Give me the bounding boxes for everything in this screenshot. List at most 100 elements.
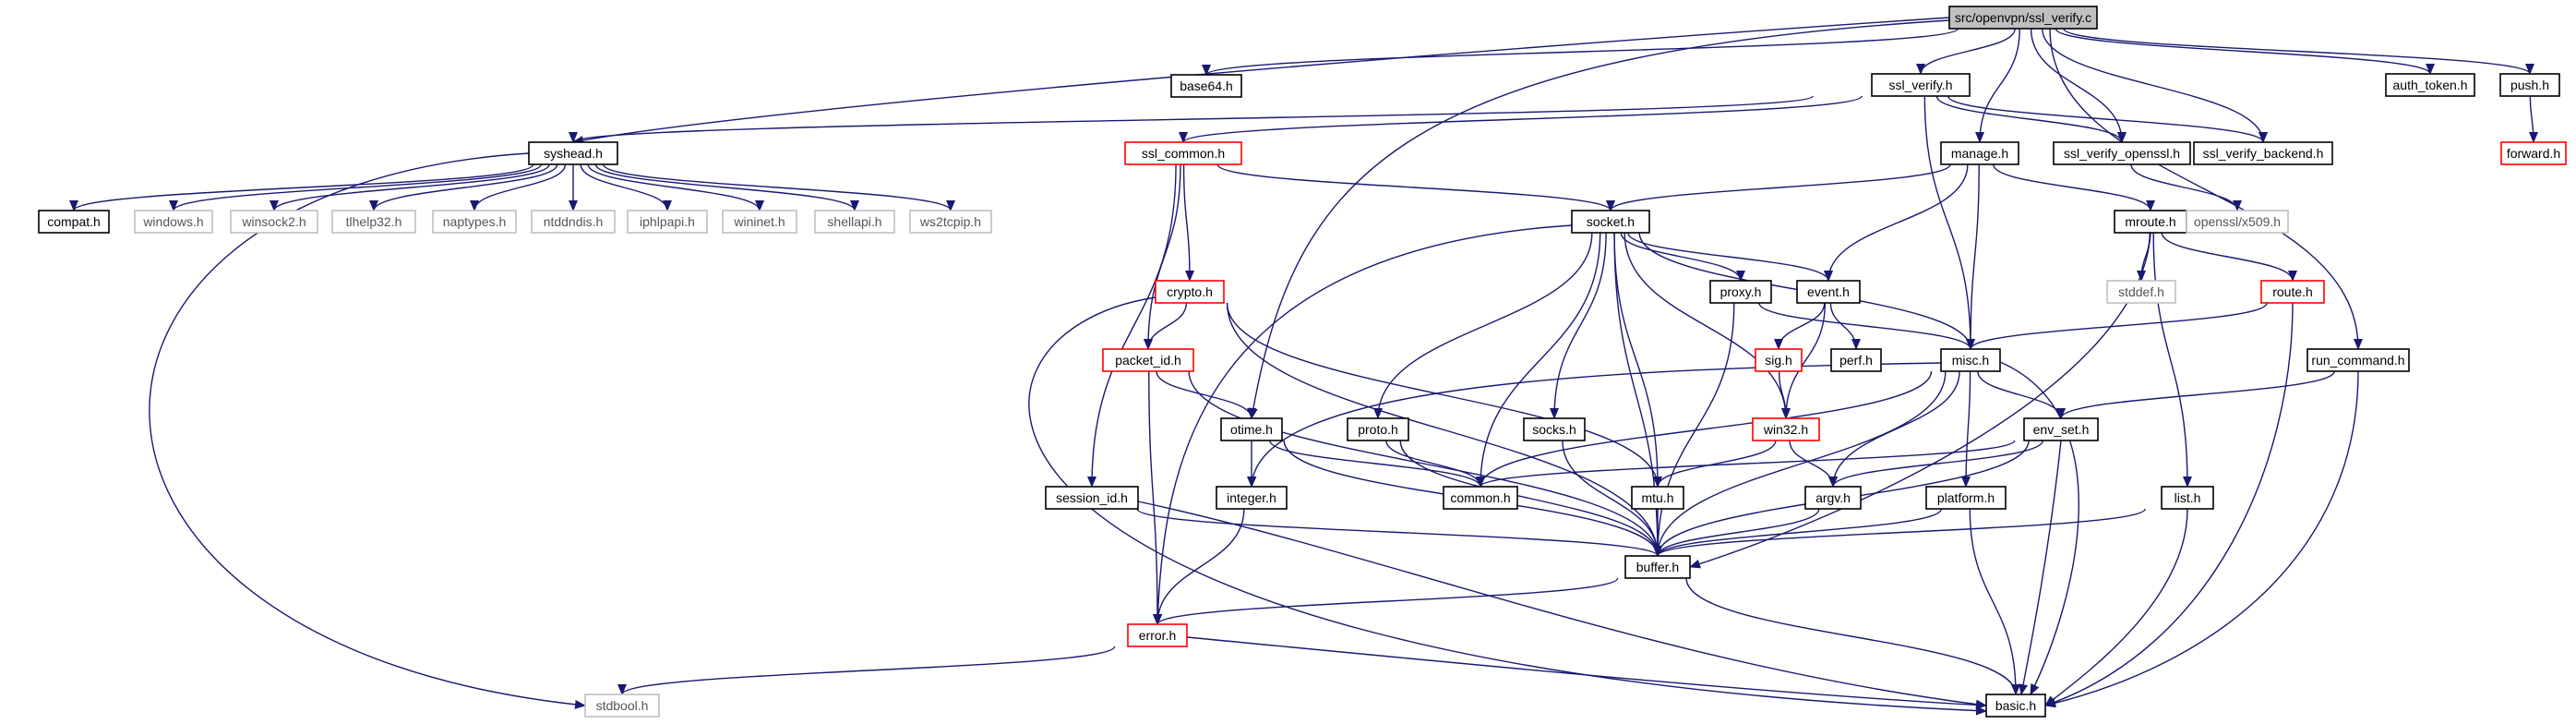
include-edge-ssl_verify_openssl_h-to-openssl_x509_h [2130, 163, 2242, 211]
node-ssl-verify-h[interactable]: ssl_verify.h [1871, 73, 1971, 97]
edge-line [1975, 28, 2020, 143]
edge-line [2044, 370, 2359, 708]
node-box [1216, 486, 1288, 510]
include-edge-ssl_verify_c-to-run_command_h [2049, 28, 2363, 350]
node-env-set-h[interactable]: env_set.h [2023, 417, 2099, 441]
edge-line [1216, 163, 1615, 211]
node-box [1752, 417, 1820, 441]
edge-line [2044, 302, 2294, 707]
edge-line [1148, 370, 1162, 625]
node-label: stddef.h [2118, 284, 2164, 299]
edge-line [1685, 577, 2020, 695]
include-edge-manage_h-to-socket_h [1606, 163, 1951, 211]
node-run-command-h[interactable]: run_command.h [2306, 348, 2410, 372]
node-label: iphlpapi.h [640, 214, 695, 229]
include-edge-packet_id_h-to-error_h [1148, 370, 1162, 625]
node-perf-h[interactable]: perf.h [1830, 348, 1882, 372]
node-list-h[interactable]: list.h [2161, 486, 2214, 510]
node-proxy-h[interactable]: proxy.h [1709, 280, 1772, 304]
include-edge-proxy_h-to-buffer_h [1653, 302, 1735, 557]
edge-line [369, 163, 558, 211]
edge-line [594, 163, 859, 211]
edge-line [1153, 508, 1245, 625]
node-buffer-h[interactable]: buffer.h [1624, 555, 1691, 579]
include-edge-ssl_verify_c-to-ssl_verify_backend_h [2042, 28, 2268, 143]
node-label: winsock2.h [241, 214, 306, 229]
node-box [2306, 348, 2410, 372]
node-ssl-verify-backend-h[interactable]: ssl_verify_backend.h [2193, 141, 2333, 165]
node-label: ws2tcpip.h [919, 214, 981, 229]
node-platform-h[interactable]: platform.h [1925, 486, 2007, 510]
node-ssl-verify-openssl-h[interactable]: ssl_verify_openssl.h [2053, 141, 2191, 165]
edge-line [1653, 508, 1820, 557]
edge-line [270, 163, 550, 211]
node-ssl-verify-c[interactable]: src/openvpn/ssl_verify.c [1948, 6, 2098, 30]
node-syshead-h[interactable]: syshead.h [528, 141, 618, 165]
node-forward-h[interactable]: forward.h [2500, 141, 2567, 165]
include-edge-ssl_verify_c-to-auth_token_h [2055, 28, 2435, 75]
node-label: proto.h [1358, 422, 1398, 437]
include-edge-misc_h-to-platform_h [1961, 370, 1971, 488]
edge-line [1653, 440, 1777, 488]
node-box [1220, 417, 1283, 441]
node-push-h[interactable]: push.h [2499, 73, 2560, 97]
edge-line [470, 163, 567, 211]
include-edge-ssl_verify_c-to-push_h [2063, 28, 2534, 75]
node-manage-h[interactable]: manage.h [1940, 141, 2019, 165]
edge-line [1969, 508, 2020, 695]
node-error-h[interactable]: error.h [1127, 623, 1188, 647]
node-label: shellapi.h [827, 214, 881, 229]
node-proto-h[interactable]: proto.h [1347, 417, 1409, 441]
edge-line [1923, 95, 1975, 350]
include-edge-ssl_verify_h-to-ssl_verify_backend_h [1947, 95, 2268, 143]
node-auth-token-h[interactable]: auth_token.h [2385, 73, 2475, 97]
node-route-h[interactable]: route.h [2260, 280, 2325, 304]
node-mroute-h[interactable]: mroute.h [2114, 210, 2187, 234]
node-box [2260, 280, 2325, 304]
node-box [2385, 73, 2475, 97]
include-edge-misc_h-to-basic_h [1999, 361, 2079, 695]
edge-line [1137, 501, 1987, 709]
node-socket-h[interactable]: socket.h [1571, 210, 1650, 234]
node-misc-h[interactable]: misc.h [1940, 348, 2001, 372]
edge-line [1153, 224, 1573, 625]
node-label: packet_id.h [1115, 353, 1181, 368]
node-socks-h[interactable]: socks.h [1523, 417, 1586, 441]
node-mtu-h[interactable]: mtu.h [1631, 486, 1684, 510]
node-box [1155, 280, 1225, 304]
node-session-id-h[interactable]: session_id.h [1045, 486, 1139, 510]
node-event-h[interactable]: event.h [1796, 280, 1861, 304]
node-crypto-h[interactable]: crypto.h [1155, 280, 1225, 304]
include-edge-ssl_verify_c-to-base64_h [1202, 28, 1959, 76]
node-sig-h[interactable]: sig.h [1755, 348, 1803, 372]
node-label: crypto.h [1167, 284, 1213, 299]
node-argv-h[interactable]: argv.h [1804, 486, 1862, 510]
node-label: ssl_verify.h [1889, 78, 1953, 92]
edge-line [149, 152, 586, 709]
edge-line [2152, 232, 2192, 488]
node-ntddndis-h: ntddndis.h [531, 210, 616, 234]
include-edge-misc_h-to-env_set_h [1977, 370, 2066, 419]
node-base64-h[interactable]: base64.h [1170, 74, 1242, 98]
edge-line [572, 17, 1950, 145]
node-box [2053, 141, 2191, 165]
node-box [1948, 6, 2098, 30]
node-basic-h[interactable]: basic.h [1985, 694, 2046, 718]
node-box [1523, 417, 1586, 441]
node-windows-h: windows.h [134, 210, 213, 234]
edge-line [2137, 232, 2151, 282]
node-compat-h[interactable]: compat.h [38, 210, 110, 234]
node-ssl-common-h[interactable]: ssl_common.h [1124, 141, 1242, 165]
edge-line [1613, 232, 1662, 488]
node-label: env_set.h [2033, 422, 2090, 437]
edge-line [1620, 232, 1745, 282]
include-edge-crypto_h-to-buffer_h [1226, 302, 1662, 557]
node-common-h[interactable]: common.h [1443, 486, 1518, 510]
include-edge-crypto_h-to-mtu_h [1226, 302, 1662, 488]
edge-line [1966, 302, 2268, 350]
node-packet-id-h[interactable]: packet_id.h [1102, 348, 1194, 372]
node-integer-h[interactable]: integer.h [1216, 486, 1288, 510]
node-win32-h[interactable]: win32.h [1752, 417, 1820, 441]
node-otime-h[interactable]: otime.h [1220, 417, 1283, 441]
include-edge-socket_h-to-win32_h [1623, 232, 1791, 419]
